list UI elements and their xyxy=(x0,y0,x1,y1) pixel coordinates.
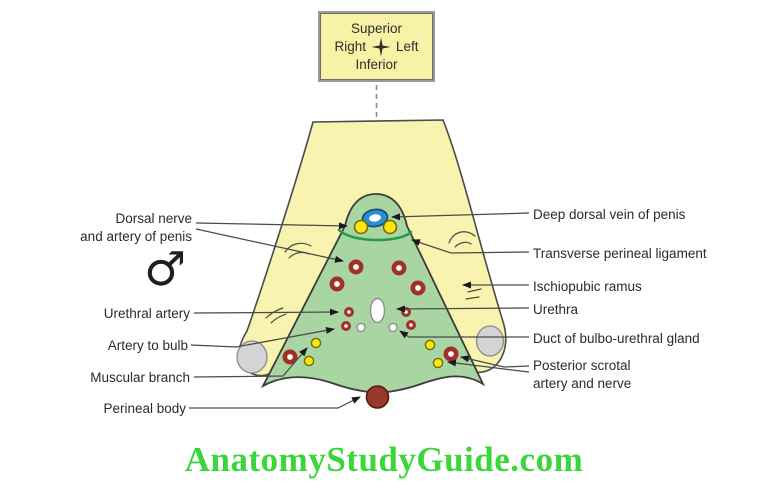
label-urethra: Urethra xyxy=(533,302,579,317)
scrotal-nerve-markers xyxy=(303,337,444,369)
bulbo-urethral-duct-markers xyxy=(356,322,398,333)
label-duct-bulbo-urethral: Duct of bulbo-urethral gland xyxy=(533,331,700,346)
transverse-perineal-ligament-arc xyxy=(337,228,413,242)
compass-inferior: Inferior xyxy=(355,57,398,72)
label-artery-to-bulb: Artery to bulb xyxy=(107,338,188,353)
leader-muscular-branch xyxy=(193,347,308,378)
leader-posterior-scrotal-artery xyxy=(460,355,530,368)
compass-left: Left xyxy=(395,39,419,54)
dorsal-nerve-markers xyxy=(353,219,398,235)
compass-right: Right xyxy=(334,39,366,54)
compass-star-icon xyxy=(371,36,391,57)
leader-urethra xyxy=(396,305,530,313)
label-perineal-body: Perineal body xyxy=(103,401,186,416)
watermark-site-name: AnatomyStudyGuide.com xyxy=(184,440,584,479)
label-dorsal-nerve-artery: Dorsal nerve and artery of penis xyxy=(80,211,192,244)
artery-markers-large xyxy=(282,259,459,365)
leader-transverse-ligament xyxy=(411,239,530,254)
leader-deep-dorsal-vein xyxy=(391,212,530,221)
label-urethral-artery: Urethral artery xyxy=(103,306,190,321)
orientation-compass-box: Superior Right Left Inferior xyxy=(318,11,435,82)
leader-dorsal-artery xyxy=(195,228,344,263)
compass-superior: Superior xyxy=(350,21,403,36)
ischial-tuberosity-right xyxy=(475,325,505,357)
label-muscular-branch: Muscular branch xyxy=(90,370,190,385)
male-symbol: ♂ xyxy=(144,242,187,297)
ischial-tuberosity-left xyxy=(236,340,268,374)
label-transverse-perineal-ligament: Transverse perineal ligament xyxy=(533,246,707,261)
leader-duct xyxy=(399,330,529,339)
label-ischiopubic-ramus: Ischiopubic ramus xyxy=(533,279,642,294)
deep-dorsal-vein-marker xyxy=(361,208,389,228)
perineal-body-marker xyxy=(365,385,390,409)
label-posterior-scrotal: Posterior scrotal artery and nerve xyxy=(533,358,632,391)
urethra-marker xyxy=(369,297,386,324)
leader-urethral-artery xyxy=(193,308,339,316)
leader-dorsal-nerve xyxy=(195,222,348,230)
leader-posterior-scrotal-nerve xyxy=(447,359,530,373)
leader-perineal-body xyxy=(189,396,361,409)
label-deep-dorsal-vein: Deep dorsal vein of penis xyxy=(533,207,686,222)
leader-lines xyxy=(189,212,530,409)
leader-artery-to-bulb xyxy=(190,327,335,348)
